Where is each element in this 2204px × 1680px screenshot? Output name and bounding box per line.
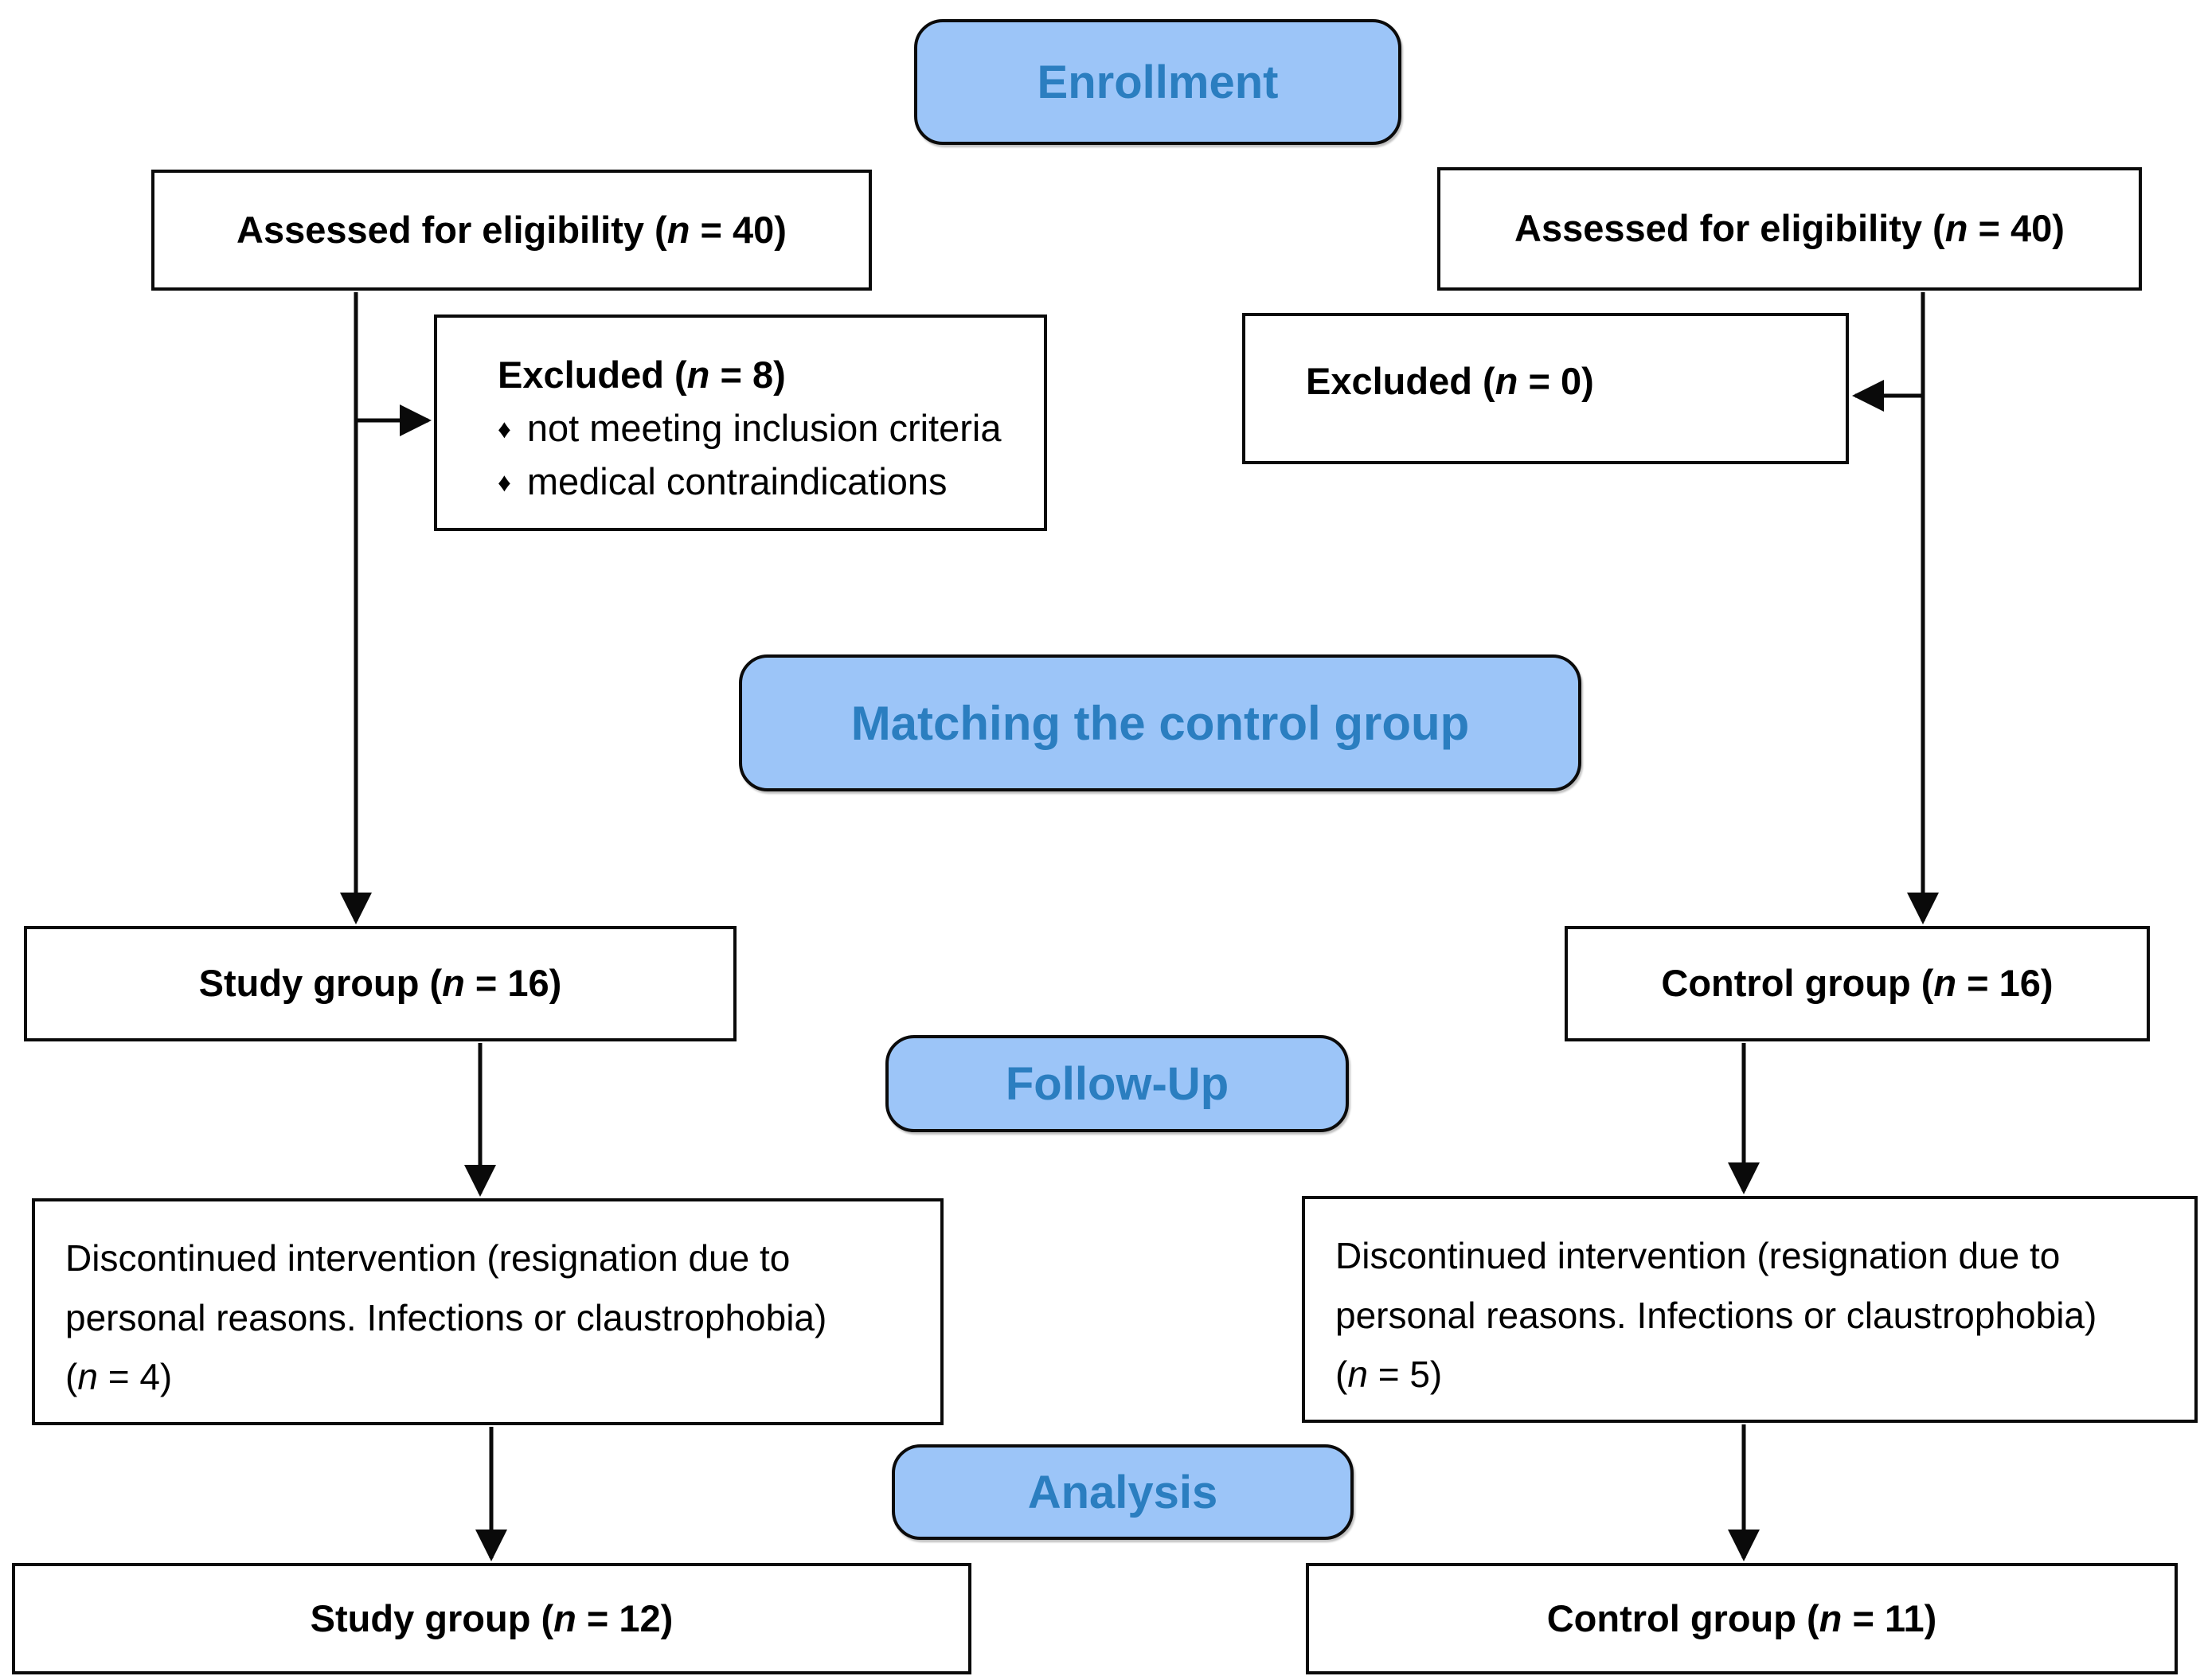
study-group-16-text: Study group (n = 16) — [198, 962, 562, 1005]
excluded-left-bullet-2-text: medical contraindications — [526, 459, 948, 502]
diamond-bullet-icon: ♦ — [498, 467, 511, 497]
box-assessed-right: Assessed for eligibility (n = 40) — [1437, 167, 2142, 291]
diamond-bullet-icon: ♦ — [498, 414, 511, 444]
control-group-16-text: Control group (n = 16) — [1661, 962, 2054, 1005]
excluded-left-title: Excluded (n = 8) — [498, 354, 786, 396]
stage-matching-label: Matching the control group — [850, 696, 1470, 750]
excluded-right-text: Excluded (n = 0) — [1306, 360, 1594, 402]
box-study-group-16: Study group (n = 16) — [24, 926, 737, 1041]
box-assessed-left: Assessed for eligibility (n = 40) — [151, 170, 872, 291]
assessed-right-text: Assessed for eligibility (n = 40) — [1514, 207, 2065, 250]
stage-enrollment: Enrollment — [914, 19, 1401, 145]
assessed-left-text: Assessed for eligibility (n = 40) — [236, 208, 787, 251]
stage-analysis: Analysis — [892, 1444, 1354, 1540]
box-study-group-12: Study group (n = 12) — [12, 1563, 971, 1674]
discontinued-left-text: Discontinued intervention (resignation d… — [65, 1237, 827, 1398]
excluded-left-bullet-1-text: not meeting inclusion criteria — [526, 407, 1002, 450]
box-control-group-11: Control group (n = 11) — [1306, 1563, 2178, 1674]
box-excluded-left: Excluded (n = 8) ♦ not meeting inclusion… — [434, 315, 1047, 531]
stage-followup: Follow-Up — [885, 1035, 1349, 1132]
box-excluded-right: Excluded (n = 0) — [1242, 313, 1849, 464]
discontinued-right-text: Discontinued intervention (resignation d… — [1335, 1235, 2097, 1396]
box-discontinued-left: Discontinued intervention (resignation d… — [32, 1198, 944, 1425]
box-discontinued-right: Discontinued intervention (resignation d… — [1302, 1196, 2198, 1423]
study-group-12-text: Study group (n = 12) — [310, 1596, 674, 1639]
stage-analysis-label: Analysis — [1027, 1466, 1218, 1518]
box-control-group-16: Control group (n = 16) — [1565, 926, 2150, 1041]
control-group-11-text: Control group (n = 11) — [1546, 1596, 1937, 1639]
stage-followup-label: Follow-Up — [1005, 1057, 1229, 1110]
stage-enrollment-label: Enrollment — [1037, 56, 1279, 108]
excluded-left-bullet-1: ♦ not meeting inclusion criteria — [498, 402, 1020, 455]
excluded-left-bullet-2: ♦ medical contraindications — [498, 455, 1020, 509]
stage-matching: Matching the control group — [739, 654, 1581, 791]
